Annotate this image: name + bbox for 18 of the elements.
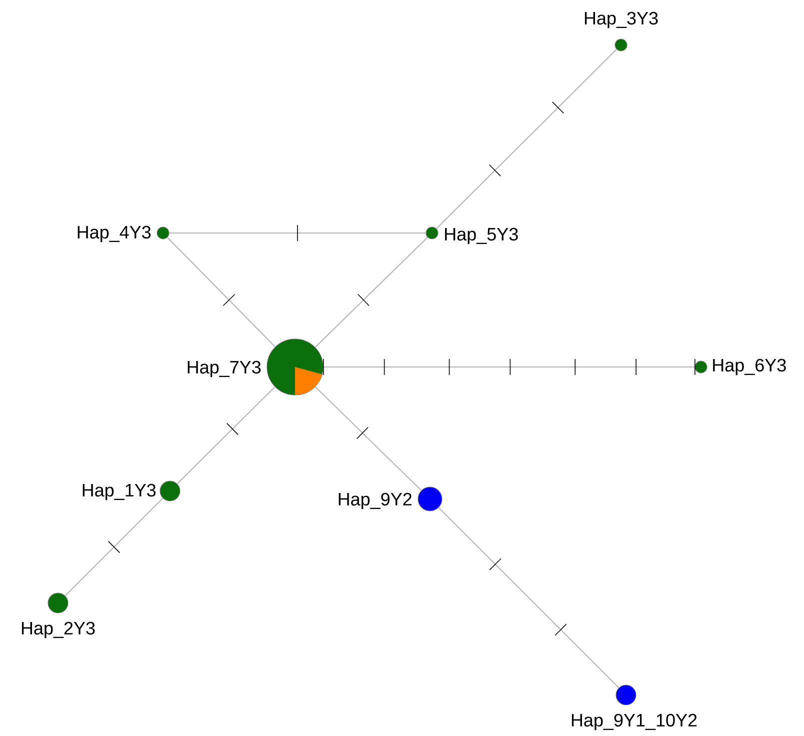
node-label: Hap_2Y3 <box>22 622 95 638</box>
node-label: Hap_3Y3 <box>584 12 658 28</box>
node-label: Hap_4Y3 <box>78 226 151 242</box>
network-line <box>314 386 422 491</box>
node-label: Hap_7Y3 <box>188 360 261 378</box>
network-line <box>323 366 695 368</box>
network-line <box>314 237 428 348</box>
node-label: Hap_9Y2 <box>338 492 412 510</box>
network-line <box>64 498 164 596</box>
node-label: Hap_5Y3 <box>445 228 518 244</box>
network-line <box>176 386 276 484</box>
network-line <box>169 232 426 234</box>
node-label: Hap_1Y3 <box>82 484 156 500</box>
node-label: Hap_6Y3 <box>713 358 786 376</box>
node-label: Hap_9Y1_10Y2 <box>572 714 697 730</box>
network-line <box>436 49 617 229</box>
network-line <box>438 507 620 688</box>
network-line <box>167 237 276 348</box>
